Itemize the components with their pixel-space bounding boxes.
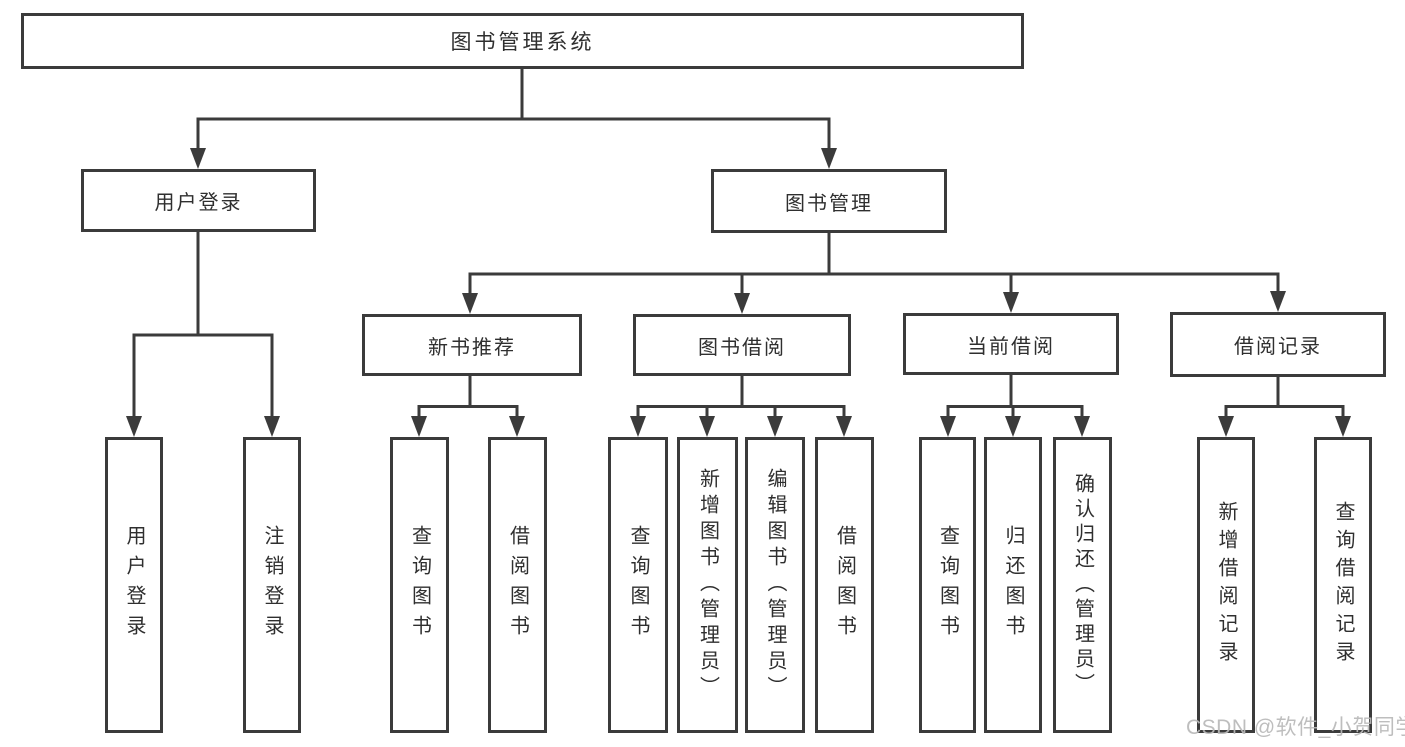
leaf-borrow-books-recommend-label: 借阅图书 (506, 525, 529, 645)
node-book-borrowing: 图书借阅 (633, 314, 851, 376)
node-borrow-records-label: 借阅记录 (1234, 336, 1322, 358)
leaf-logout: 注销登录 (243, 437, 301, 733)
leaf-borrow-books-label: 借阅图书 (833, 525, 856, 645)
leaf-return-books: 归还图书 (984, 437, 1042, 733)
node-user-login-module: 用户登录 (81, 169, 316, 232)
leaf-query-borrow-record: 查询借阅记录 (1314, 437, 1372, 733)
node-user-login-module-label: 用户登录 (154, 192, 243, 214)
leaf-add-book-admin: 新增图书（管理员） (677, 437, 738, 733)
leaf-query-books-borrowing-label: 查询图书 (627, 525, 649, 645)
leaf-query-books-current: 查询图书 (919, 437, 976, 733)
leaf-query-borrow-record-label: 查询借阅记录 (1332, 501, 1354, 669)
node-borrow-records: 借阅记录 (1170, 312, 1386, 377)
csdn-watermark: CSDN @软件_小贺同学 (1186, 716, 1405, 739)
node-book-borrowing-label: 图书借阅 (698, 336, 786, 359)
node-current-borrowing: 当前借阅 (903, 313, 1119, 375)
leaf-return-books-label: 归还图书 (1002, 525, 1024, 645)
leaf-user-login-label: 用户登录 (123, 525, 145, 645)
node-new-book-recommend: 新书推荐 (362, 314, 582, 376)
leaf-edit-book-admin-label: 编辑图书（管理员） (764, 468, 786, 702)
leaf-add-book-admin-label: 新增图书（管理员） (696, 468, 719, 702)
node-new-book-recommend-label: 新书推荐 (428, 336, 516, 359)
leaf-query-books-borrowing: 查询图书 (608, 437, 668, 733)
leaf-borrow-books: 借阅图书 (815, 437, 874, 733)
leaf-user-login: 用户登录 (105, 437, 163, 733)
leaf-logout-label: 注销登录 (261, 525, 283, 645)
leaf-query-books-recommend-label: 查询图书 (408, 525, 431, 645)
leaf-borrow-books-recommend: 借阅图书 (488, 437, 547, 733)
node-book-management: 图书管理 (711, 169, 947, 233)
leaf-add-borrow-record-label: 新增借阅记录 (1215, 501, 1237, 669)
node-library-system-label: 图书管理系统 (450, 31, 595, 54)
leaf-query-books-recommend: 查询图书 (390, 437, 449, 733)
leaf-confirm-return-admin: 确认归还（管理员） (1053, 437, 1112, 733)
leaf-edit-book-admin: 编辑图书（管理员） (745, 437, 805, 733)
leaf-query-books-current-label: 查询图书 (936, 525, 959, 645)
leaf-add-borrow-record: 新增借阅记录 (1197, 437, 1255, 733)
arrowheads (126, 148, 1351, 437)
node-book-management-label: 图书管理 (785, 192, 873, 215)
node-current-borrowing-label: 当前借阅 (967, 335, 1055, 358)
leaf-confirm-return-admin-label: 确认归还（管理员） (1071, 472, 1094, 698)
node-library-system: 图书管理系统 (21, 13, 1024, 69)
